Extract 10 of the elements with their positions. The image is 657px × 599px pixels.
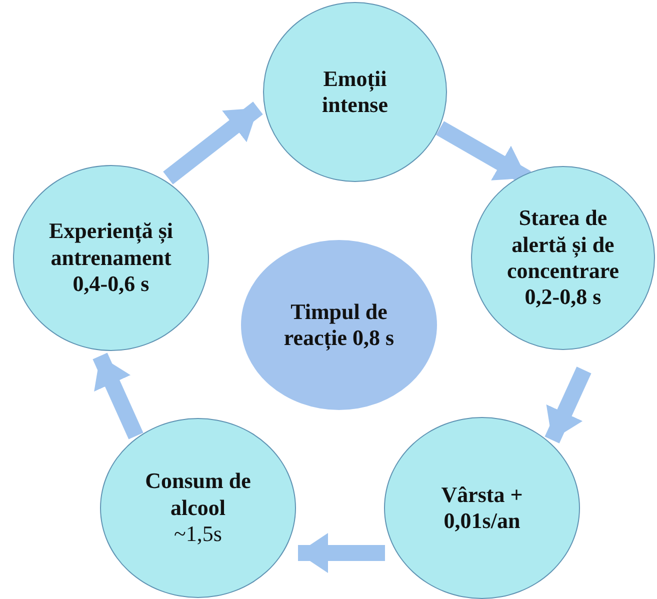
block-arrow <box>298 533 385 573</box>
node-text: Emoții intense <box>321 66 389 118</box>
node-text: Experiență și antrenament 0,4-0,6 s <box>48 218 174 298</box>
node-text: Starea de alertă și de concentrare 0,2-0,8 s <box>506 205 620 311</box>
node-text: ~1,5s <box>174 521 222 548</box>
node-text: Consum de alcool <box>144 468 252 522</box>
block-arrow <box>163 102 263 184</box>
block-arrow <box>544 366 592 444</box>
node-text: Timpul de reacție 0,8 s <box>283 298 395 352</box>
node-text: Vârsta + 0,01s/an <box>440 482 524 534</box>
